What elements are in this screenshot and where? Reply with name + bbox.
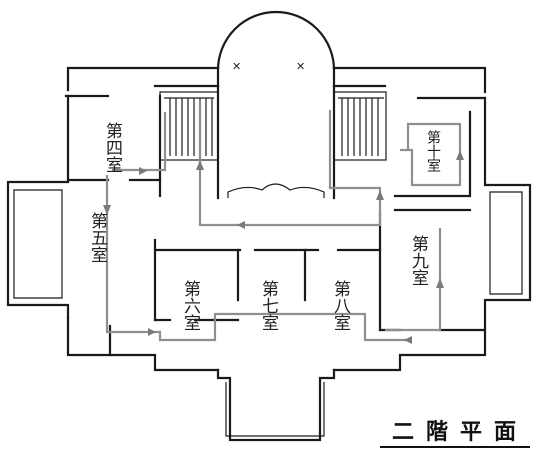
room-9-name: 第九室: [408, 235, 429, 286]
visitor-route: [103, 100, 464, 344]
staircase-right: [333, 91, 387, 161]
plan-title: 二階平面: [392, 420, 529, 445]
room-label-10: 第十室: [425, 129, 441, 172]
room-label-9: 第九室: [408, 235, 429, 286]
room-label-5: 第五室: [87, 212, 108, 263]
room-label-7: 第七室: [258, 280, 279, 331]
room-5-name: 第五室: [87, 212, 108, 263]
room-label-4: 第四室: [102, 122, 123, 173]
title-underline: [380, 446, 530, 448]
room-8-name: 第八室: [330, 280, 351, 331]
room-7-name: 第七室: [258, 280, 279, 331]
room-10-name: 第十室: [425, 129, 441, 172]
outer-walls: [6, 66, 532, 442]
staircase-left: [159, 91, 219, 161]
central-apse: ✕ ✕: [216, 10, 336, 200]
room-label-8: 第八室: [330, 280, 351, 331]
column-mark-left: ✕: [232, 60, 241, 73]
room-label-6: 第六室: [180, 280, 201, 331]
column-mark-right: ✕: [296, 60, 305, 73]
room-4-name: 第四室: [102, 122, 123, 173]
room-6-name: 第六室: [180, 280, 201, 331]
